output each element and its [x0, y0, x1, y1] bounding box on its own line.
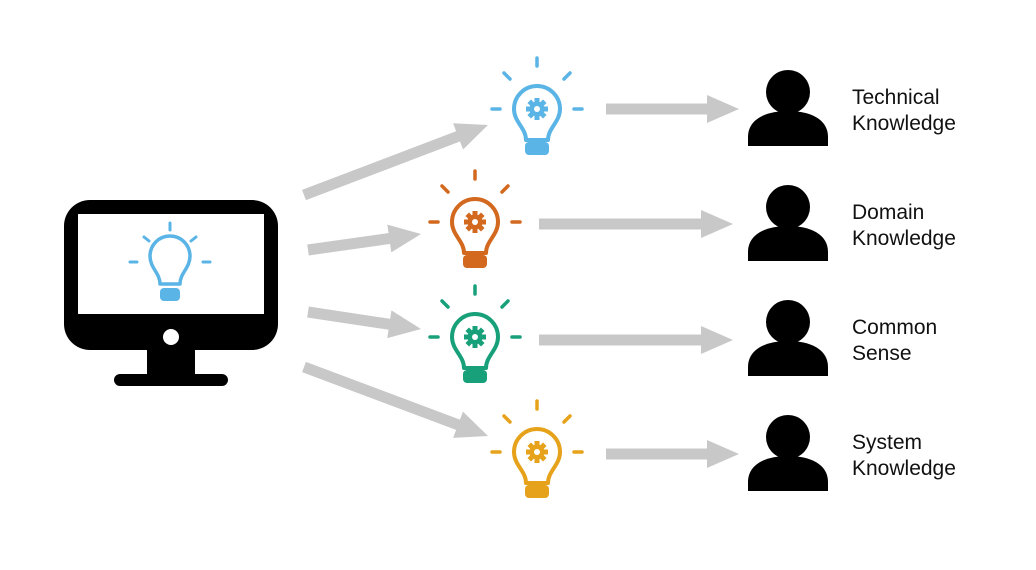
lightbulb-gear-icon [490, 56, 584, 155]
arrow-to-bulb-3 [307, 306, 421, 339]
branch-label-line: Technical [852, 86, 940, 109]
person-icon [748, 300, 828, 376]
branch-label-line: Knowledge [852, 112, 956, 135]
branch-label-line: Common [852, 316, 937, 339]
branch-label-line: Domain [852, 201, 924, 224]
lightbulb-gear-icon [490, 399, 584, 498]
arrow-to-person-2 [539, 210, 733, 238]
screen-lightbulb-icon [128, 221, 212, 301]
branch-label-line: Knowledge [852, 227, 956, 250]
branch-label-line: Sense [852, 342, 912, 365]
branch-label-line: Knowledge [852, 457, 956, 480]
arrow-to-bulb-1 [302, 123, 488, 201]
person-icon [748, 185, 828, 261]
person-icon [748, 415, 828, 491]
lightbulb-gear-icon [428, 284, 522, 383]
lightbulb-gear-icon [428, 169, 522, 268]
branch-label-line: System [852, 431, 922, 454]
arrow-to-person-1 [606, 95, 739, 123]
person-icon [748, 70, 828, 146]
monitor-icon [64, 200, 278, 386]
arrow-to-person-3 [539, 326, 733, 354]
arrow-to-person-4 [606, 440, 739, 468]
arrow-to-bulb-4 [302, 361, 488, 438]
arrow-to-bulb-2 [307, 224, 421, 256]
